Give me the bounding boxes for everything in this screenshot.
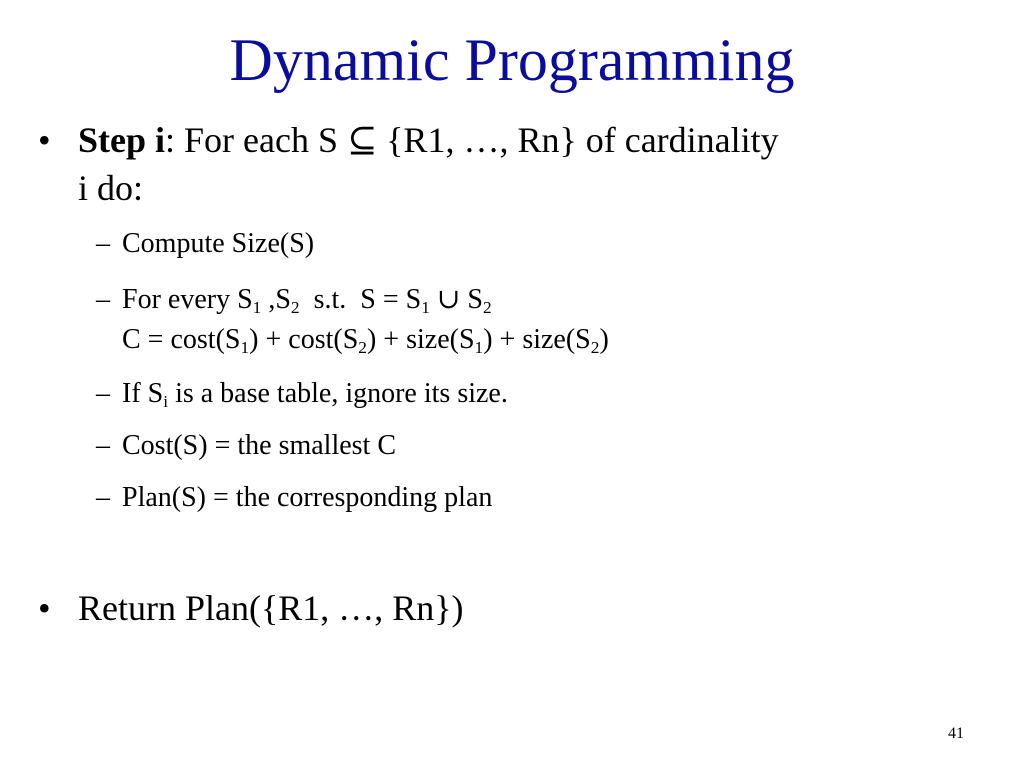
text-run: is a base table, ignore its size. (168, 378, 508, 409)
bullet-step-line1: Step i: For each S ⊆ {R1, …, Rn} of card… (78, 118, 779, 162)
subscript: 2 (590, 337, 600, 357)
text-run: ) (599, 324, 609, 355)
step-label: Step i (78, 120, 166, 160)
subscript: 2 (290, 297, 300, 317)
subscript: 2 (482, 297, 492, 317)
sub-dash: – (96, 430, 110, 461)
bullet-return-text: Return Plan({R1, …, Rn}) (78, 588, 464, 628)
sub-item-text: Plan(S) = the corresponding plan (122, 482, 493, 513)
text-run: ∪ S (429, 284, 483, 315)
subscript: 1 (474, 337, 484, 357)
text-run: If S (122, 378, 164, 409)
subscript: 1 (240, 337, 250, 357)
bullet-dot: • (38, 120, 51, 160)
text-run: For every S (122, 284, 253, 315)
subscript: 1 (421, 297, 430, 317)
text-run: ) + size(S (366, 324, 475, 355)
step-text-line2: i do: (78, 168, 144, 208)
slide-title: Dynamic Programming (229, 27, 795, 93)
text-run: C = cost(S (122, 324, 241, 355)
page-number: 41 (948, 725, 964, 742)
sub-dash: – (96, 378, 110, 409)
text-run: ) + size(S (483, 324, 591, 355)
subscript: 2 (358, 337, 367, 357)
subscript: i (163, 391, 169, 411)
sub-item-text: Cost(S) = the smallest C (122, 430, 397, 461)
sub-item-text: For every S1 ,S2 s.t. S = S1 ∪ S2 (122, 284, 492, 316)
bullet-dot: • (38, 588, 51, 628)
text-run: s.t. S = S (299, 284, 422, 315)
sub-item-text: If Si is a base table, ignore its size. (122, 378, 508, 410)
text-run: ) + cost(S (249, 324, 359, 355)
sub-dash: – (96, 284, 110, 315)
text-run: ,S (261, 284, 291, 315)
sub-dash: – (96, 228, 110, 259)
sub-dash: – (96, 482, 110, 513)
sub-item-text: Compute Size(S) (122, 228, 315, 259)
step-text: : For each S ⊆ {R1, …, Rn} of cardinalit… (165, 120, 779, 160)
subscript: 1 (252, 297, 262, 317)
cost-formula-text: C = cost(S1) + cost(S2) + size(S1) + siz… (122, 324, 609, 356)
